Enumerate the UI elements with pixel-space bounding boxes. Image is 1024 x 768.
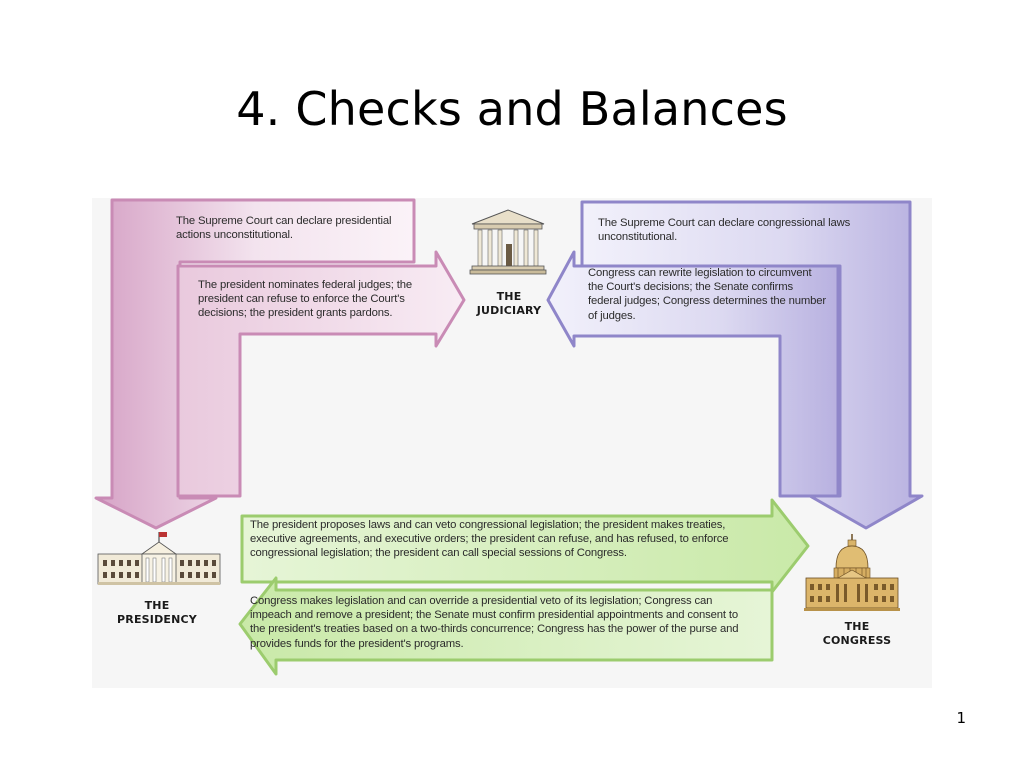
note-congress-checks-court: Congress can rewrite legislation to circ… [588, 267, 827, 322]
arrow-court-to-presidency [94, 198, 416, 530]
diagram-arrows [94, 198, 924, 676]
arrow-congress-to-court [546, 250, 840, 498]
checks-and-balances-diagram: The Supreme Court can declare presidenti… [92, 198, 932, 688]
page-number: 1 [956, 709, 966, 727]
courthouse-icon [469, 209, 547, 275]
label-judiciary-line2: JUDICIARY [476, 304, 542, 317]
label-presidency-line1: THE [144, 599, 170, 612]
label-presidency: THE PRESIDENCY [108, 599, 206, 627]
note-president-checks-court: The president nominates federal judges; … [198, 279, 412, 320]
label-judiciary-line1: THE [496, 290, 522, 303]
arrow-presidency-to-congress [240, 498, 810, 594]
note-president-checks-congress: The president proposes laws and can veto… [250, 519, 729, 560]
arrow-presidency-to-court [176, 250, 466, 498]
label-congress-line2: CONGRESS [822, 634, 892, 647]
label-congress-line1: THE [844, 620, 870, 633]
slide-title: 4. Checks and Balances [236, 82, 788, 136]
white-house-icon [97, 532, 221, 585]
label-judiciary: THE JUDICIARY [472, 290, 546, 318]
note-congress-checks-president: Congress makes legislation and can overr… [250, 595, 739, 650]
label-congress: THE CONGRESS [814, 620, 900, 648]
arrow-congress-to-presidency [238, 576, 774, 676]
capitol-icon [804, 534, 900, 611]
arrow-court-to-congress [580, 200, 924, 530]
note-court-checks-congress: The Supreme Court can declare congressio… [598, 217, 851, 244]
note-court-checks-president: The Supreme Court can declare presidenti… [176, 215, 392, 242]
label-presidency-line2: PRESIDENCY [117, 613, 197, 626]
